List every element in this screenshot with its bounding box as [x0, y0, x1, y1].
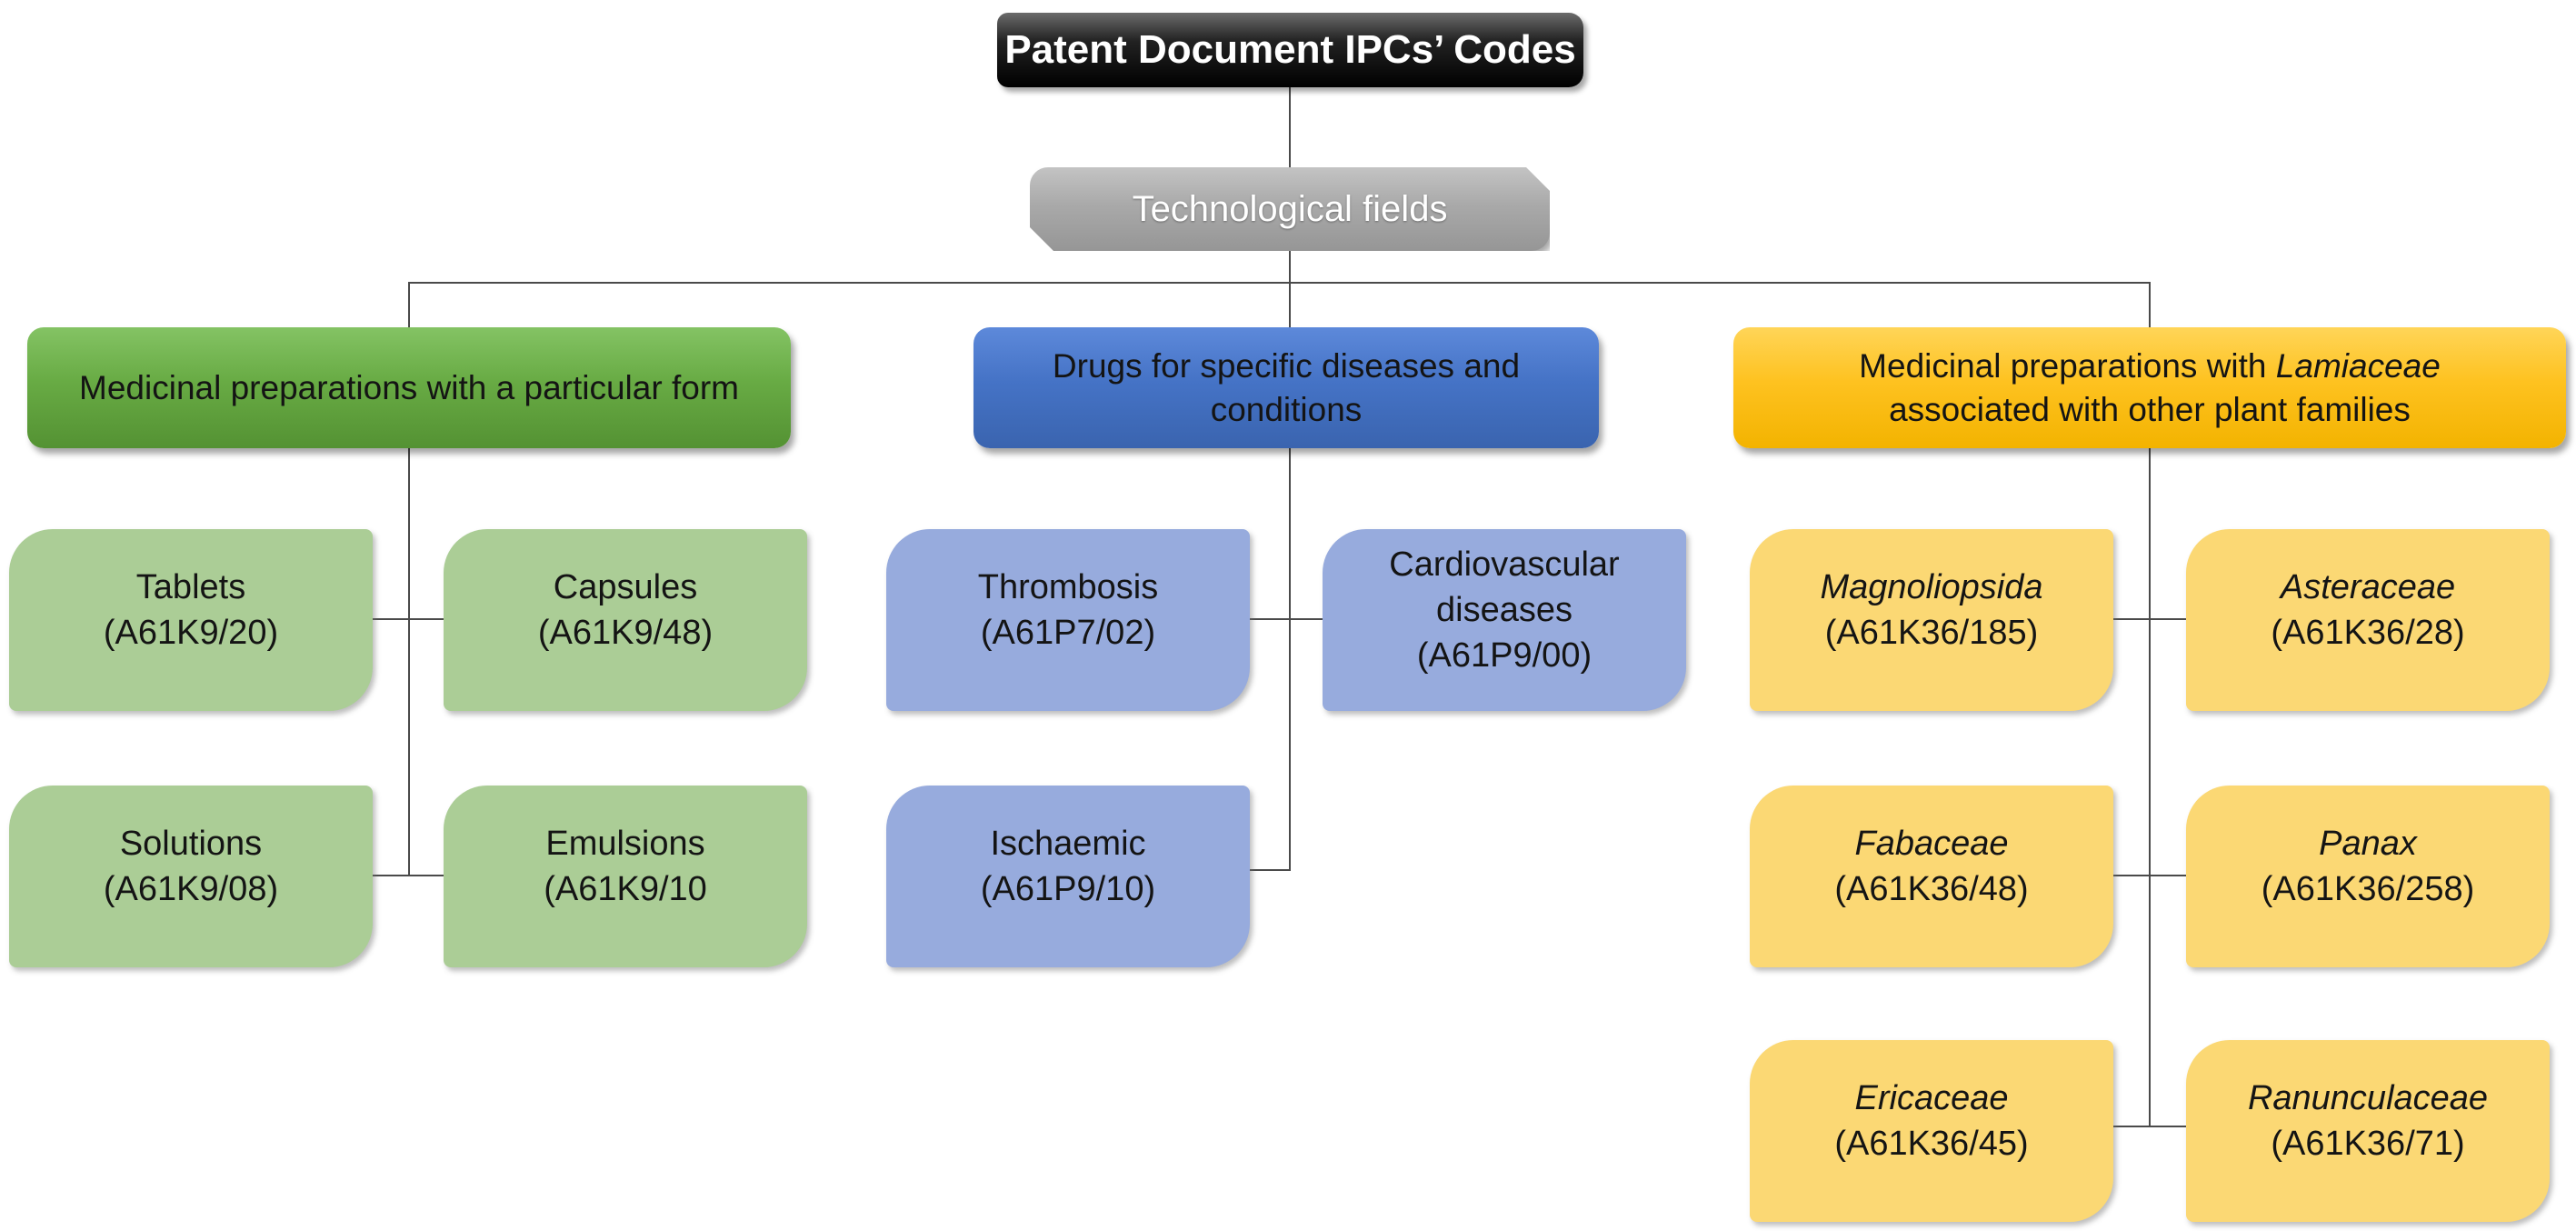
node-label: Thrombosis: [977, 567, 1159, 606]
node-capsules: Capsules (A61K9/48): [444, 529, 807, 711]
node-label: Solutions: [119, 824, 263, 863]
node-label: Panax: [2319, 824, 2417, 863]
node-label: Capsules: [553, 567, 698, 606]
connector-green-row2: [373, 875, 444, 876]
node-solutions: Solutions (A61K9/08): [9, 786, 373, 967]
connector-green-row1: [373, 618, 444, 620]
node-asteraceae: Asteraceae (A61K36/28): [2186, 529, 2550, 711]
branch-header-drugs-diseases: Drugs for specific diseases and conditio…: [973, 327, 1599, 448]
connector-drop-green: [408, 282, 410, 327]
node-ipc-code: (A61K36/28): [2271, 614, 2465, 652]
node-label: Ericaceae: [1854, 1078, 2009, 1117]
branch-header-medicinal-form: Medicinal preparations with a particular…: [27, 327, 791, 448]
connector-blue-elbow: [1250, 869, 1291, 871]
node-magnoliopsida: Magnoliopsida (A61K36/185): [1750, 529, 2113, 711]
node-fabaceae: Fabaceae (A61K36/48): [1750, 786, 2113, 967]
node-label: Cardiovascular diseases: [1389, 545, 1620, 629]
node-ipc-code: (A61K36/48): [1834, 870, 2029, 908]
node-panax: Panax (A61K36/258): [2186, 786, 2550, 967]
connector-yellow-row2: [2113, 875, 2186, 876]
node-ipc-code: (A61P9/00): [1416, 636, 1593, 676]
node-ipc-code: (A61K36/185): [1824, 614, 2039, 652]
root-node-technological-fields: Technological fields: [1030, 167, 1550, 251]
connector-yellow-row3: [2113, 1126, 2186, 1127]
node-ericaceae: Ericaceae (A61K36/45): [1750, 1040, 2113, 1222]
connector-yellow-trunk: [2149, 448, 2151, 1127]
node-thrombosis: Thrombosis (A61P7/02): [886, 529, 1250, 711]
node-label: Asteraceae: [2280, 567, 2456, 606]
branch-header-label: Medicinal preparations with a particular…: [79, 368, 739, 406]
node-ipc-code: (A61P7/02): [980, 614, 1156, 652]
node-ipc-code: (A61K9/20): [103, 614, 279, 652]
connector-drop-yellow: [2149, 282, 2151, 327]
connector-drop-blue: [1289, 282, 1291, 327]
node-label: Ischaemic: [990, 824, 1146, 863]
node-label: Magnoliopsida: [1820, 567, 2043, 606]
node-ipc-code: (A61K9/08): [103, 870, 279, 908]
connector-blue-row1: [1250, 618, 1323, 620]
node-ipc-code: (A61P9/10): [980, 870, 1156, 908]
node-label: Ranunculaceae: [2247, 1078, 2489, 1117]
connector-blue-trunk: [1289, 448, 1291, 871]
node-label: Fabaceae: [1854, 824, 2009, 863]
node-label: Tablets: [135, 567, 246, 606]
node-ipc-code: (A61K9/10: [544, 870, 707, 908]
node-emulsions: Emulsions (A61K9/10: [444, 786, 807, 967]
chart-title: Patent Document IPCs’ Codes: [997, 13, 1583, 87]
node-label: Emulsions: [545, 824, 705, 863]
node-tablets: Tablets (A61K9/20): [9, 529, 373, 711]
node-ipc-code: (A61K9/48): [537, 614, 714, 652]
connector-root-to-rail: [1289, 251, 1291, 284]
connector-green-trunk: [408, 448, 410, 876]
connector-title-to-root: [1289, 87, 1291, 167]
node-ischaemic: Ischaemic (A61P9/10): [886, 786, 1250, 967]
node-ranunculaceae: Ranunculaceae (A61K36/71): [2186, 1040, 2550, 1222]
node-ipc-code: (A61K36/45): [1834, 1125, 2029, 1163]
connector-rail: [408, 282, 2151, 284]
node-ipc-code: (A61K36/258): [2261, 870, 2475, 908]
node-ipc-code: (A61K36/71): [2271, 1125, 2465, 1163]
node-cardiovascular-diseases: Cardiovascular diseases (A61P9/00): [1323, 529, 1686, 711]
branch-header-label: Drugs for specific diseases and conditio…: [1052, 347, 1521, 428]
connector-yellow-row1: [2113, 618, 2186, 620]
